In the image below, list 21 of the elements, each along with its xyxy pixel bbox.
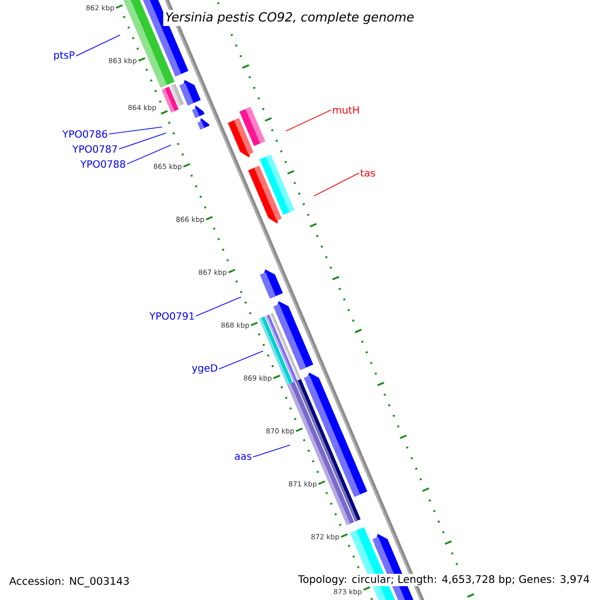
gene-label: ptsP [54, 51, 74, 61]
leader-line [196, 296, 242, 316]
title: Yersinia pestis CO92, complete genome [163, 10, 416, 26]
leader-line [286, 110, 332, 132]
gene-label: YPO0786 [62, 130, 108, 138]
gene-label: YPO0791 [149, 312, 194, 320]
leader-line [118, 132, 166, 150]
leader-line [314, 172, 360, 196]
gene-label: tas [360, 169, 375, 177]
leader-line [126, 144, 172, 164]
gene-label: aas [234, 454, 252, 460]
leader-line [76, 34, 120, 56]
leader-line [108, 126, 162, 134]
genome-info-text: Topology: circular; Length: 4,653,728 bp; Genes: 3,974 [297, 574, 591, 586]
gene-label: ygeD [192, 364, 218, 374]
leader-line [252, 444, 290, 458]
leader-line [218, 350, 264, 370]
gene-label: YPO0787 [72, 145, 117, 153]
accession-text: Accession: NC_003143 [9, 576, 129, 588]
gene-label: mutH [333, 106, 359, 114]
gene-label: YPO0788 [80, 160, 126, 168]
